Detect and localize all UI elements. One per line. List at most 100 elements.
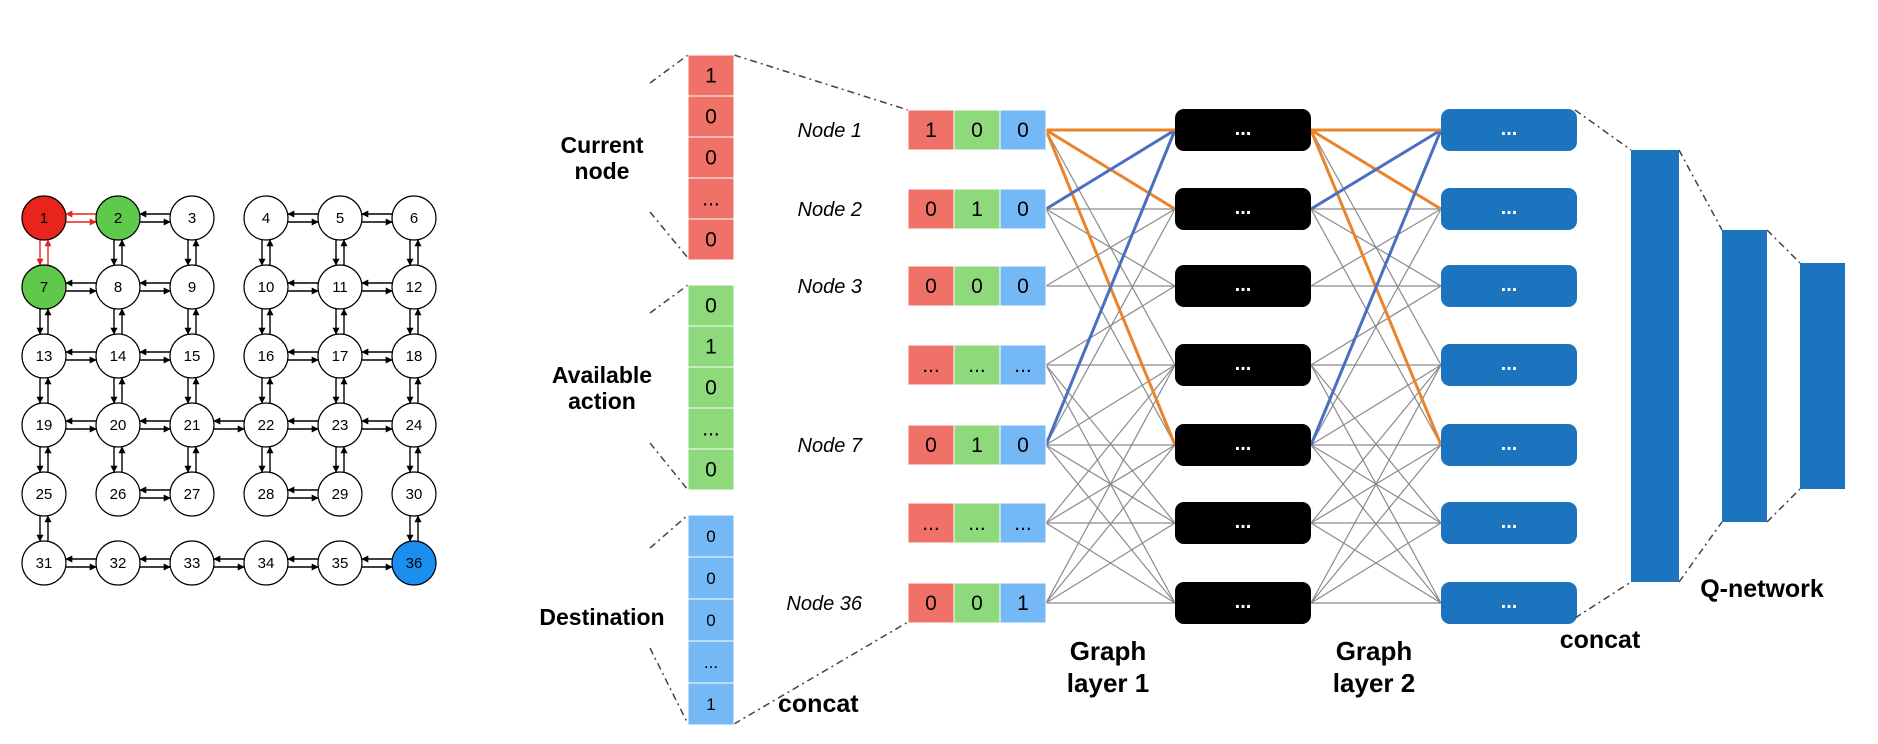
qnet-layer-1: [1631, 150, 1679, 582]
graph-layer-2-label-line1: Graph: [1336, 636, 1413, 666]
grid-node-circle: [243, 195, 289, 241]
vector-cell-value: 1: [705, 65, 717, 88]
q-network: [1574, 109, 1845, 619]
grid-node-label: 16: [258, 348, 275, 365]
grid-node-label: 23: [332, 417, 349, 434]
grid-node: 9: [169, 264, 215, 310]
feature-cell-value: 0: [1017, 275, 1029, 298]
grid-node-circle: [21, 540, 67, 586]
feature-row-label: Node 1: [798, 120, 863, 142]
connection-line: [1045, 129, 1176, 366]
grid-node-label: 15: [184, 348, 201, 365]
feature-cell: [953, 344, 1001, 386]
grid-node-label: 25: [36, 486, 53, 503]
q-network-label: Q-network: [1700, 575, 1824, 603]
grid-node: 21: [169, 402, 215, 448]
vector-cell: [687, 448, 735, 491]
grid-node-circle: [95, 333, 141, 379]
layer-cell: [1175, 502, 1311, 544]
grid-node-circle: [317, 333, 363, 379]
connection-line: [1310, 522, 1442, 604]
vector-cell: [687, 407, 735, 450]
layer-cell: [1441, 109, 1577, 151]
layer-cell-value: ...: [1501, 433, 1518, 455]
grid-node-circle: [169, 264, 215, 310]
grid-node-circle: [243, 333, 289, 379]
grid-node: 14: [95, 333, 141, 379]
feature-cell-value: 0: [1017, 434, 1029, 457]
grid-node: 15: [169, 333, 215, 379]
feature-row-label: Node 2: [798, 199, 863, 221]
feature-row-label: Node 7: [798, 435, 863, 457]
grid-node: 33: [169, 540, 215, 586]
grid-node-label: 5: [336, 210, 344, 227]
feature-cell: [953, 109, 1001, 151]
layer-cell: [1175, 188, 1311, 230]
feature-row-label: Node 3: [798, 276, 863, 298]
grid-node-label: 12: [406, 279, 423, 296]
connection-line: [1310, 208, 1442, 446]
grid-node: 35: [317, 540, 363, 586]
grid-node-circle: [317, 540, 363, 586]
grid-node: 2: [95, 195, 141, 241]
projection-line: [649, 647, 689, 725]
available-action-label-line1: Available: [552, 362, 652, 388]
feature-cell: [999, 265, 1047, 307]
grid-node-label: 11: [332, 279, 348, 296]
grid-node: 32: [95, 540, 141, 586]
grid-node-circle: [21, 195, 67, 241]
vector-cell-value: 0: [705, 229, 717, 252]
grid-node-circle: [95, 471, 141, 517]
grid-node: 5: [317, 195, 363, 241]
layer-cell-value: ...: [1235, 433, 1252, 455]
feature-cell: [953, 188, 1001, 230]
graph-layer-2: .....................: [1441, 109, 1577, 624]
grid-node-label: 31: [36, 555, 53, 572]
qnet-layer-2: [1722, 230, 1767, 522]
grid-node-label: 13: [36, 348, 53, 365]
qnet-funnel-line: [1678, 149, 1723, 231]
grid-node-label: 1: [40, 210, 48, 227]
grid-node-circle: [21, 471, 67, 517]
grid-node: 13: [21, 333, 67, 379]
grid-node-label: 10: [258, 279, 275, 296]
graph-layer-1: .....................: [1175, 109, 1311, 624]
projection-line: [649, 54, 689, 84]
grid-node-circle: [243, 264, 289, 310]
vector-cell-value: 0: [705, 106, 717, 129]
feature-cell: [999, 502, 1047, 544]
grid-node-circle: [169, 195, 215, 241]
grid-node-circle: [169, 540, 215, 586]
connection-line: [1045, 364, 1176, 604]
qnet-funnel-line: [1678, 521, 1723, 583]
graph-layer-1-label-line2: layer 1: [1067, 668, 1149, 698]
grid-node: 23: [317, 402, 363, 448]
vector-cell: [687, 177, 735, 220]
feature-cell: [999, 424, 1047, 466]
grid-node: 24: [391, 402, 437, 448]
vector-cell: [687, 325, 735, 368]
vector-cell: [687, 95, 735, 138]
current-node-label-line2: node: [575, 158, 630, 184]
layer-cell-value: ...: [1501, 197, 1518, 219]
grid-node: 31: [21, 540, 67, 586]
feature-cell-value: 0: [925, 434, 937, 457]
grid-node-circle: [391, 471, 437, 517]
layer-cell-value: ...: [1235, 511, 1252, 533]
grid-node: 8: [95, 264, 141, 310]
layer-cell: [1441, 188, 1577, 230]
connection-line: [1310, 364, 1442, 604]
connection-line: [1045, 522, 1176, 604]
grid-node-label: 4: [262, 210, 270, 227]
layer-cell-value: ...: [1501, 511, 1518, 533]
highlighted-connections: [1044, 128, 1443, 446]
feature-cell-value: ...: [968, 354, 986, 377]
grid-node-label: 21: [184, 417, 201, 434]
connection-line: [1045, 208, 1176, 446]
feature-cell-value: 1: [971, 434, 983, 457]
connection-line: [1045, 364, 1176, 446]
grid-node-circle: [391, 540, 437, 586]
grid-node-circle: [169, 471, 215, 517]
layer-cell: [1175, 109, 1311, 151]
